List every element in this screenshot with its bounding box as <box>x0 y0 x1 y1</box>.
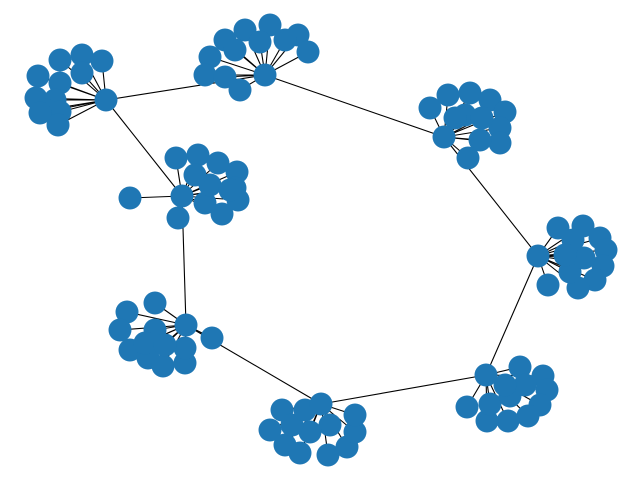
hub-edge <box>264 74 445 138</box>
leaf-node <box>186 143 210 167</box>
leaf-node <box>70 43 94 67</box>
leaf-node <box>418 96 442 120</box>
leaf-node <box>173 336 197 360</box>
leaf-node <box>70 61 94 85</box>
leaf-node <box>108 318 132 342</box>
leaf-node <box>153 333 177 357</box>
leaf-node <box>118 186 142 210</box>
leaf-node <box>115 300 139 324</box>
leaf-node <box>90 49 114 73</box>
leaf-node <box>28 101 52 125</box>
leaf-node <box>436 83 460 107</box>
leaf-node <box>455 395 479 419</box>
leaf-node <box>248 30 272 54</box>
leaf-node <box>273 28 297 52</box>
leaf-node <box>228 78 252 102</box>
leaf-node <box>258 13 282 37</box>
leaf-node <box>572 246 596 270</box>
leaf-node <box>166 206 190 230</box>
leaf-node <box>475 409 499 433</box>
leaf-node <box>553 243 577 267</box>
hub-node <box>170 184 194 208</box>
leaf-node <box>288 441 312 465</box>
leaf-node <box>164 146 188 170</box>
hub-node <box>432 125 456 149</box>
hub-edge <box>485 255 539 376</box>
leaf-node <box>223 38 247 62</box>
leaf-node <box>516 404 540 428</box>
hub-node <box>94 88 118 112</box>
leaf-node <box>508 355 532 379</box>
leaf-node <box>143 291 167 315</box>
leaf-node <box>536 273 560 297</box>
leaf-node <box>513 373 537 397</box>
leaf-node <box>443 106 467 130</box>
leaf-node <box>470 106 494 130</box>
hub-node <box>474 363 498 387</box>
leaf-node <box>210 202 234 226</box>
leaf-node <box>46 113 70 137</box>
leaf-node <box>193 63 217 87</box>
leaf-node <box>316 443 340 467</box>
leaf-node <box>26 64 50 88</box>
leaf-node <box>48 48 72 72</box>
leaf-node <box>458 81 482 105</box>
leaf-node <box>206 151 230 175</box>
leaf-node <box>218 178 242 202</box>
hub-node <box>253 63 277 87</box>
leaf-node <box>280 413 304 437</box>
leaf-node <box>343 420 367 444</box>
hub-edge <box>320 374 487 405</box>
leaf-node <box>200 326 224 350</box>
leaf-node <box>198 45 222 69</box>
leaf-node <box>213 65 237 89</box>
leaf-node <box>488 131 512 155</box>
leaf-node <box>298 420 322 444</box>
hub-node <box>174 313 198 337</box>
leaf-node <box>296 40 320 64</box>
leaf-node <box>193 191 217 215</box>
hub-node <box>309 392 333 416</box>
leaf-node <box>478 392 502 416</box>
node-layer <box>24 13 618 467</box>
leaf-node <box>468 128 492 152</box>
hub-node <box>526 244 550 268</box>
leaf-node <box>343 403 367 427</box>
leaf-node <box>183 163 207 187</box>
leaf-node <box>151 354 175 378</box>
leaf-node <box>258 418 282 442</box>
leaf-node <box>496 409 520 433</box>
leaf-node <box>456 146 480 170</box>
leaf-node <box>133 331 157 355</box>
leaf-node <box>318 413 342 437</box>
hub-edge <box>105 99 183 197</box>
leaf-node <box>493 373 517 397</box>
